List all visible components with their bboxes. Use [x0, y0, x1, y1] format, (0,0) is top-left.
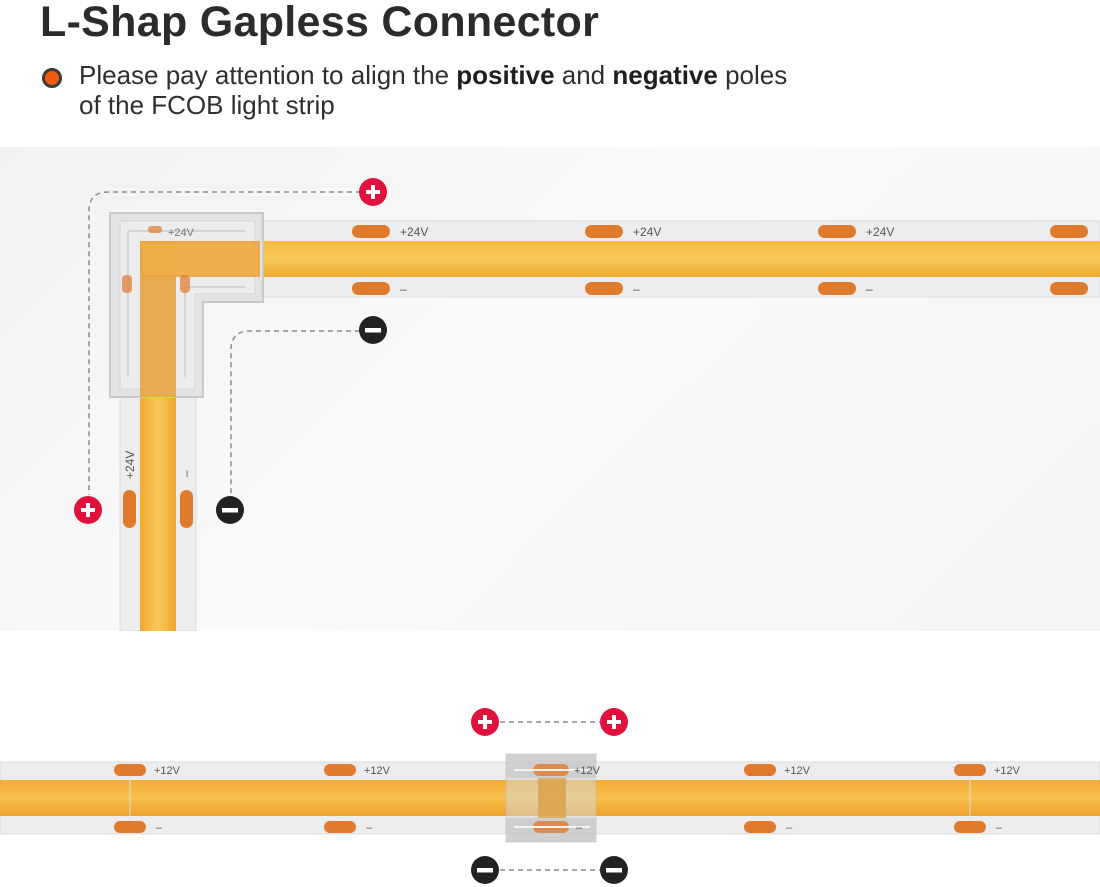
- plus-icon: [74, 496, 102, 524]
- label-positive-1: +24V: [400, 225, 428, 239]
- label-positive-4: +12V: [784, 765, 811, 777]
- minus-icon: [359, 316, 387, 344]
- label-negative-3: –: [576, 822, 583, 834]
- label-positive-2: +12V: [364, 765, 391, 777]
- pad-positive-2: [585, 225, 623, 238]
- label-negative-3: –: [866, 282, 873, 296]
- straight-connector: [505, 753, 597, 843]
- pad-negative-1: [352, 282, 390, 295]
- label-negative-vertical: –: [179, 470, 193, 477]
- note-line-2: of the FCOB light strip: [79, 90, 335, 120]
- connector-label: +24V: [168, 227, 195, 239]
- pad-negative-3: [818, 282, 856, 295]
- note-bold-positive: positive: [456, 60, 555, 90]
- pad-positive-1: [352, 225, 390, 238]
- label-negative-1: –: [400, 282, 407, 296]
- bullet-icon: [42, 68, 62, 88]
- vertical-pads: +24V –: [123, 451, 193, 528]
- label-positive-2: +24V: [633, 225, 661, 239]
- label-negative-1: –: [156, 822, 163, 834]
- minus-icon: [471, 856, 499, 884]
- pad-positive-4: [744, 764, 776, 776]
- positive-guide-line: [88, 191, 361, 495]
- label-positive-3: +24V: [866, 225, 894, 239]
- pad-negative-2: [585, 282, 623, 295]
- note-text: Please pay attention to align the positi…: [79, 60, 787, 120]
- plus-icon: [600, 708, 628, 736]
- note-bold-negative: negative: [612, 60, 718, 90]
- horizontal-pads: +24V +24V +24V – – –: [352, 225, 1088, 296]
- pad-negative-4: [1050, 282, 1088, 295]
- label-negative-2: –: [633, 282, 640, 296]
- plus-icon: [359, 178, 387, 206]
- minus-icon: [216, 496, 244, 524]
- horizontal-light-strip: [254, 220, 1100, 298]
- minus-icon: [600, 856, 628, 884]
- pad-negative-2: [324, 821, 356, 833]
- straight-labels: +12V +12V +12V +12V +12V – – – – –: [154, 765, 1021, 834]
- note-text-1: Please pay attention to align the: [79, 60, 457, 90]
- pad-positive-5: [954, 764, 986, 776]
- label-positive-3: +12V: [574, 765, 601, 777]
- label-positive-vertical: +24V: [123, 451, 137, 479]
- l-connector: +24V: [109, 212, 264, 398]
- l-connector-diagram: +24V +24V +24V +24V – – – +24V –: [0, 147, 1100, 632]
- pad-positive-1: [114, 764, 146, 776]
- label-negative-4: –: [786, 822, 793, 834]
- page-title: L-Shap Gapless Connector: [40, 0, 600, 46]
- straight-connector-diagram: +12V +12V +12V +12V +12V – – – – –: [0, 708, 1100, 884]
- pad-negative-4: [744, 821, 776, 833]
- pad-negative-1: [114, 821, 146, 833]
- straight-pads: [114, 764, 986, 833]
- note-text-2: and: [554, 60, 613, 90]
- label-positive-1: +12V: [154, 765, 181, 777]
- plus-icon: [471, 708, 499, 736]
- pad-positive-4: [1050, 225, 1088, 238]
- pad-negative-5: [954, 821, 986, 833]
- note-text-3: poles: [717, 60, 788, 90]
- label-negative-5: –: [996, 822, 1003, 834]
- label-negative-2: –: [366, 822, 373, 834]
- pad-negative-vertical: [180, 490, 193, 528]
- pad-positive-3: [818, 225, 856, 238]
- l-connector-illustration: +24V +24V +24V +24V – – – +24V –: [74, 178, 1100, 632]
- pad-positive-2: [324, 764, 356, 776]
- label-positive-5: +12V: [994, 765, 1021, 777]
- negative-guide-line: [230, 330, 360, 495]
- pad-positive-vertical: [123, 490, 136, 528]
